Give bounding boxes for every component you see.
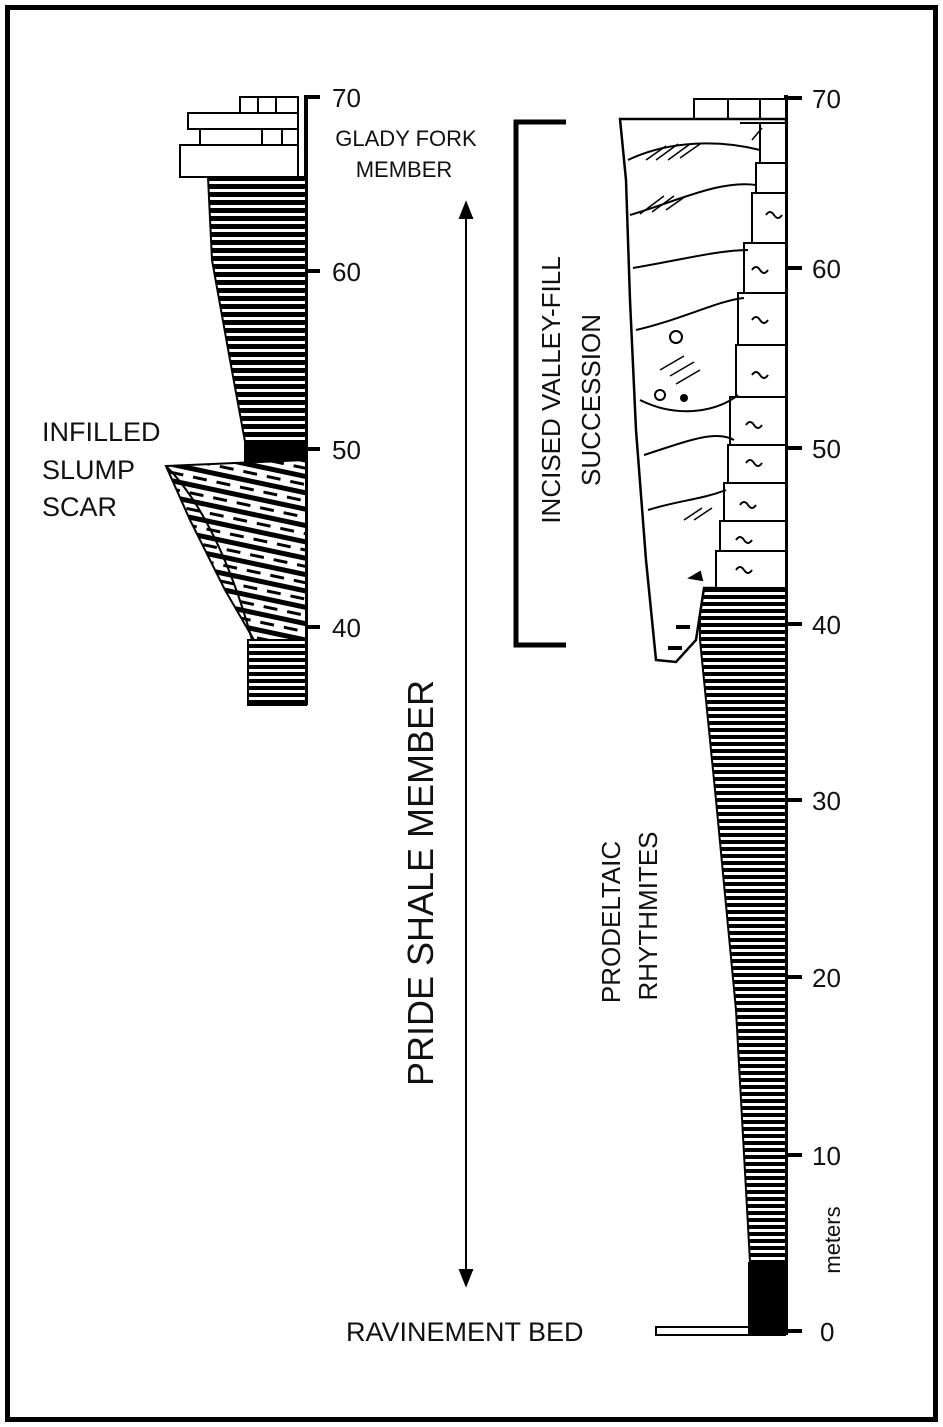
left-tick-label-70: 70 bbox=[332, 83, 361, 113]
glady-fork-label-line1: GLADY FORK bbox=[335, 126, 477, 151]
meters-units-label: meters bbox=[820, 1206, 845, 1273]
right-tick-label-0: 0 bbox=[820, 1317, 834, 1347]
right-tick-label-10: 10 bbox=[812, 1141, 841, 1171]
left-shale-lower bbox=[247, 639, 307, 706]
ravinement-bed-label: RAVINEMENT BED bbox=[346, 1317, 584, 1347]
slump-scar-outline bbox=[165, 465, 253, 641]
left-tick-label-60: 60 bbox=[332, 257, 361, 287]
right-scale-ticks bbox=[786, 96, 802, 1333]
right-tick-label-30: 30 bbox=[812, 786, 841, 816]
prodeltaic-label-line1: PRODELTAIC bbox=[596, 841, 626, 1003]
right-tick-label-60: 60 bbox=[812, 254, 841, 284]
right-tick-label-20: 20 bbox=[812, 963, 841, 993]
right-tick-label-40: 40 bbox=[812, 610, 841, 640]
ripple-marks bbox=[735, 211, 783, 574]
slump-label-line2: SLUMP bbox=[42, 455, 135, 485]
glady-fork-trace-marks bbox=[257, 98, 283, 144]
left-shale-section bbox=[206, 176, 307, 448]
left-tick-label-40: 40 bbox=[332, 613, 361, 643]
valley-fill-bracket bbox=[513, 119, 566, 648]
left-column: 70 60 50 40 GLADY FORK MEMBER INFILLED S… bbox=[42, 83, 477, 706]
left-tick-label-50: 50 bbox=[332, 435, 361, 465]
slump-scar-fill bbox=[164, 458, 307, 641]
left-scale-ticks bbox=[306, 95, 320, 629]
right-tick-label-70: 70 bbox=[812, 84, 841, 114]
pride-shale-arrow bbox=[458, 200, 474, 1288]
glady-fork-beds bbox=[179, 96, 299, 178]
basal-dark-bed bbox=[748, 1262, 786, 1336]
prodeltaic-shale bbox=[699, 587, 787, 1263]
slump-label-line1: INFILLED bbox=[42, 417, 161, 447]
valley-fill-label-line2: SUCCESSION bbox=[576, 314, 606, 486]
right-tick-label-50: 50 bbox=[812, 434, 841, 464]
pride-shale-member-label: PRIDE SHALE MEMBER bbox=[400, 680, 441, 1086]
right-top-bed bbox=[693, 98, 787, 120]
pebble-symbols bbox=[654, 330, 704, 650]
cross-bedding bbox=[639, 127, 763, 521]
ravinement-pointer bbox=[655, 1326, 753, 1336]
valley-fill-right-beds bbox=[715, 122, 787, 589]
right-column: 70 60 50 40 30 20 10 0 meters bbox=[618, 84, 845, 1347]
prodeltaic-label-line2: RHYTHMITES bbox=[633, 832, 663, 1001]
glady-fork-label-line2: MEMBER bbox=[356, 157, 453, 182]
valley-fill-label-line1: INCISED VALLEY-FILL bbox=[536, 256, 566, 523]
slump-label-line3: SCAR bbox=[42, 492, 117, 522]
